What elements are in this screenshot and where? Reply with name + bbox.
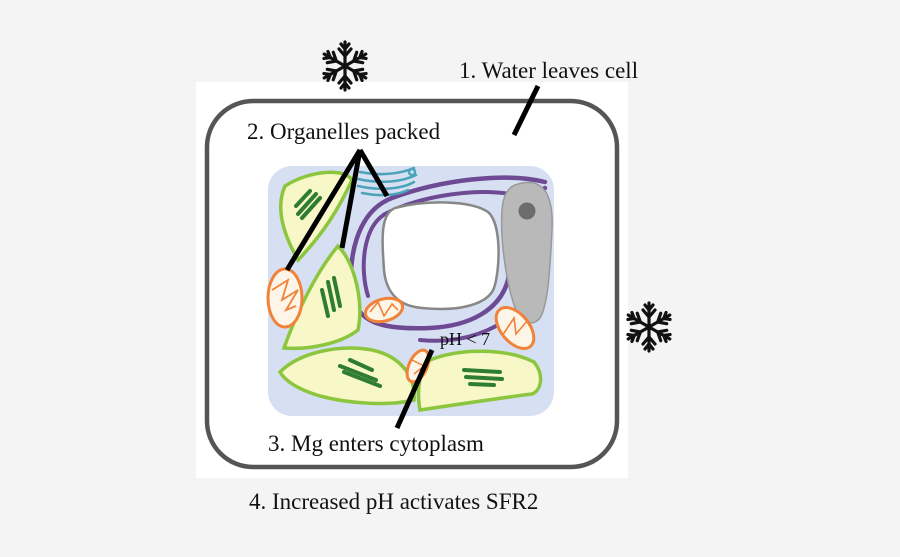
chloroplast-2 — [281, 243, 362, 351]
cell-wall — [204, 98, 620, 470]
vacuole — [381, 201, 500, 311]
pointer-organelles-b — [339, 149, 363, 249]
nucleolus — [518, 202, 536, 220]
chloroplast-4 — [416, 349, 543, 412]
snowflake-icon — [319, 40, 371, 92]
snowflake-icon — [623, 301, 675, 353]
er-membrane-inner — [361, 190, 522, 298]
label-organelles-packed: 2. Organelles packed — [247, 119, 441, 144]
chloroplast-3 — [277, 346, 416, 406]
label-ph: pH < 7 — [440, 329, 490, 349]
pointer-organelles-a — [284, 148, 363, 272]
mitochondrion-2 — [363, 296, 405, 324]
label-mg-enters: 3. Mg enters cytoplasm — [268, 431, 484, 456]
label-water-leaves: 1. Water leaves cell — [459, 58, 638, 83]
mitochondrion-1 — [266, 267, 304, 329]
pointer-organelles-c — [357, 148, 390, 198]
mitochondrion-3 — [494, 306, 536, 350]
pointer-mg-enters — [394, 348, 435, 430]
label-ph-activates: 4. Increased pH activates SFR2 — [249, 489, 538, 514]
pointer-water-leaves — [511, 84, 541, 137]
golgi-apparatus — [356, 166, 418, 197]
